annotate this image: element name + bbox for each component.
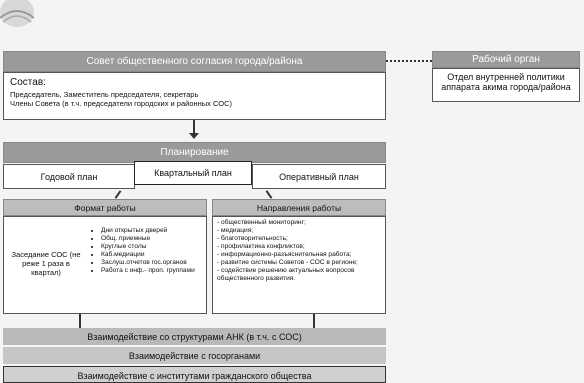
council-connector	[386, 60, 432, 62]
interaction-ank-label: Взаимодействие со структурами АНК (в т.ч…	[87, 331, 302, 342]
arrow-to-planning	[193, 120, 195, 137]
arrow-head-icon	[189, 133, 199, 139]
connector-left	[79, 314, 81, 328]
format-box: Заседание СОС (не реже 1 раза в квартал)…	[3, 216, 207, 314]
direction-item: - информационно-разъяснительная работа;	[217, 251, 352, 258]
meeting-text: Заседание СОС (не реже 1 раза в квартал)	[11, 250, 81, 277]
format-item: Дни открытых дверей	[101, 227, 217, 235]
connector-right	[313, 314, 315, 328]
format-item: Каб.медиации	[101, 251, 217, 259]
plan-quarterly-label: Квартальный план	[154, 168, 232, 178]
format-item: Круглые столы	[101, 243, 217, 251]
direction-item: - медиация;	[217, 227, 254, 234]
plan-annual: Годовой план	[3, 164, 135, 189]
format-header: Формат работы	[3, 199, 207, 216]
format-title: Формат работы	[74, 202, 136, 213]
directions-header: Направления работы	[212, 199, 386, 216]
composition-box: Состав: Председатель, Заместитель предсе…	[3, 72, 386, 120]
interaction-civil-label: Взаимодействие с институтами гражданског…	[77, 371, 312, 381]
direction-item: - содействие решению актуальных вопросов…	[217, 267, 355, 282]
format-item: Заслуш.отчетов гос.органов	[101, 259, 217, 267]
direction-item: - общественный мониторинг;	[217, 219, 306, 226]
interaction-ank: Взаимодействие со структурами АНК (в т.ч…	[3, 328, 386, 345]
arrow-left-diag	[114, 190, 122, 199]
format-list: Дни открытых дверей Общ. приемные Круглы…	[89, 227, 217, 275]
planning-header: Планирование	[3, 142, 386, 163]
format-item: Работа с инф.- проп. группами	[101, 267, 217, 275]
plan-operational-label: Оперативный план	[279, 171, 359, 182]
directions-box: - общественный мониторинг; - медиация; -…	[212, 216, 386, 314]
planning-title: Планирование	[160, 147, 229, 158]
directions-title: Направления работы	[256, 202, 342, 213]
composition-label: Состав:	[10, 77, 46, 88]
council-header: Совет общественного согласия города/райо…	[3, 51, 386, 72]
interaction-civil: Взаимодействие с институтами гражданског…	[3, 366, 386, 383]
emblem-logo	[0, 0, 35, 30]
arrow-right-diag	[265, 190, 273, 199]
composition-line: Члены Совета (в т.ч. председатели городс…	[10, 99, 233, 108]
direction-item: - развитие системы Советов - СОС в регио…	[217, 259, 358, 266]
interaction-gov-label: Взаимодействие с госорганами	[128, 350, 261, 361]
plan-quarterly: Квартальный план	[134, 161, 252, 185]
plan-annual-label: Годовой план	[40, 171, 98, 182]
composition-line: Председатель, Заместитель председателя, …	[10, 90, 199, 99]
interaction-gov: Взаимодействие с госорганами	[3, 347, 386, 364]
working-body-header: Рабочий орган	[432, 51, 580, 68]
plan-operational: Оперативный план	[252, 164, 386, 189]
working-body-box: Отдел внутренней политики аппарата акима…	[432, 68, 580, 102]
working-body-text: Отдел внутренней политики аппарата акима…	[441, 72, 571, 92]
direction-item: - благотворительность;	[217, 235, 288, 242]
council-title: Совет общественного согласия города/райо…	[86, 56, 303, 67]
format-item: Общ. приемные	[101, 235, 217, 243]
direction-item: - профилактика конфликтов;	[217, 243, 305, 250]
working-body-title: Рабочий орган	[472, 54, 540, 65]
